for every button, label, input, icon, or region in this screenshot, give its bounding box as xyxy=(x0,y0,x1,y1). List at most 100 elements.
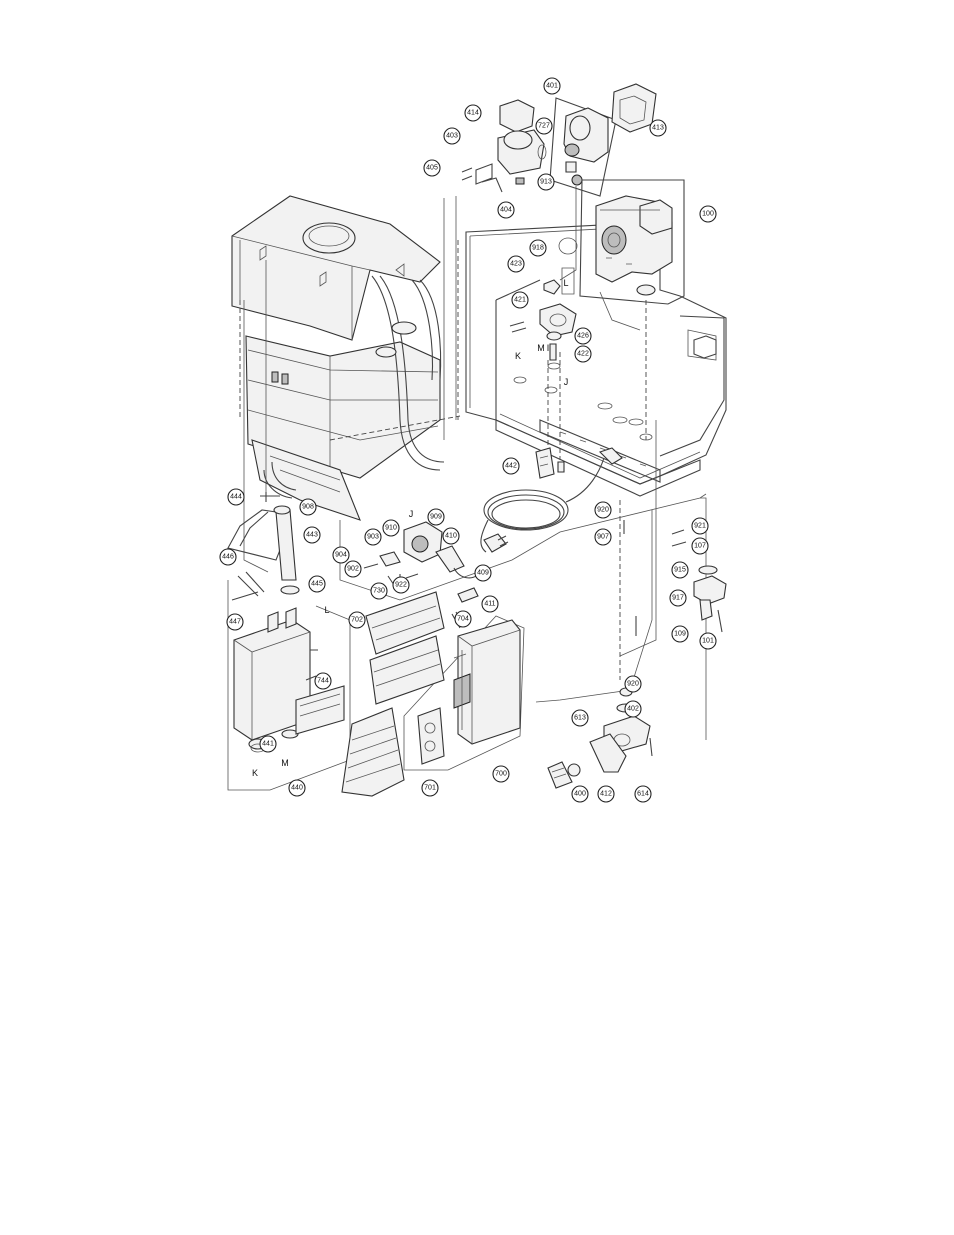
callout-number: 920 xyxy=(597,507,609,514)
callout-circle xyxy=(535,117,553,135)
callout-number: 414 xyxy=(467,110,479,117)
callout-404: 404 xyxy=(497,201,515,219)
callout-101: 101 xyxy=(699,632,717,650)
callout-circle xyxy=(370,582,388,600)
blower-housing xyxy=(558,179,685,305)
callout-circle xyxy=(332,546,350,564)
callout-circle xyxy=(227,488,245,506)
callout-412: 412 xyxy=(597,785,615,803)
callout-circle xyxy=(691,537,709,555)
callout-circle xyxy=(537,173,555,191)
callout-number: 109 xyxy=(674,631,686,638)
callout-number: 918 xyxy=(532,245,544,252)
callout-402: 402 xyxy=(624,700,642,718)
callout-circle xyxy=(502,457,520,475)
callout-614: 614 xyxy=(634,785,652,803)
letter-label: J xyxy=(409,509,414,519)
water-valve-parts xyxy=(547,520,727,789)
callout-circle xyxy=(699,205,717,223)
callout-401: 401 xyxy=(543,77,561,95)
callout-920: 920 xyxy=(624,675,642,693)
callout-number: 445 xyxy=(311,581,323,588)
chassis-back-panel xyxy=(465,221,727,497)
callout-number: 730 xyxy=(373,588,385,595)
callout-902: 902 xyxy=(344,560,362,578)
callout-915: 915 xyxy=(671,561,689,579)
callout-circle xyxy=(226,613,244,631)
callout-704: 704 xyxy=(454,610,472,628)
letter-label: K xyxy=(515,351,521,361)
callout-447: 447 xyxy=(226,613,244,631)
power-cord xyxy=(480,447,623,553)
callout-613: 613 xyxy=(571,709,589,727)
callout-circle xyxy=(314,672,332,690)
callout-727: 727 xyxy=(535,117,553,135)
callout-number: 443 xyxy=(306,532,318,539)
ignition-parts xyxy=(363,521,479,603)
callout-circle xyxy=(481,595,499,613)
callout-circle xyxy=(299,498,317,516)
callout-number: 442 xyxy=(505,463,517,470)
callout-circle xyxy=(219,548,237,566)
callout-number: 411 xyxy=(484,601,495,608)
callout-421: 421 xyxy=(511,291,529,309)
callout-918: 918 xyxy=(529,239,547,257)
callout-400: 400 xyxy=(571,785,589,803)
callout-number: 702 xyxy=(351,617,363,624)
drain-hose xyxy=(227,492,300,595)
callout-circle xyxy=(699,632,717,650)
callout-circle xyxy=(492,765,510,783)
callout-426: 426 xyxy=(574,327,592,345)
callout-circle xyxy=(624,700,642,718)
callout-circle xyxy=(442,527,460,545)
manifold-fittings xyxy=(509,279,577,370)
callout-number: 909 xyxy=(430,514,442,521)
air-filter-panels xyxy=(341,591,445,797)
callout-circle xyxy=(691,517,709,535)
callout-411: 411 xyxy=(481,595,499,613)
fan-motor-assembly xyxy=(549,97,617,197)
callout-922: 922 xyxy=(392,576,410,594)
callout-701: 701 xyxy=(421,779,439,797)
callout-circle xyxy=(423,159,441,177)
callout-circle xyxy=(543,77,561,95)
callout-number: 100 xyxy=(702,211,714,218)
callout-circle xyxy=(454,610,472,628)
callout-number: 903 xyxy=(367,534,379,541)
callout-100: 100 xyxy=(699,205,717,223)
callout-413: 413 xyxy=(649,119,667,137)
callout-layer: 4014144134037279134054041009184234214264… xyxy=(219,77,717,803)
callout-702: 702 xyxy=(348,611,366,629)
callout-circle xyxy=(594,501,612,519)
callout-913: 913 xyxy=(537,173,555,191)
callout-903: 903 xyxy=(364,528,382,546)
callout-number: 447 xyxy=(229,619,241,626)
callout-number: 904 xyxy=(335,552,347,559)
callout-number: 920 xyxy=(627,681,639,688)
letter-label: M xyxy=(281,758,289,768)
combustion-chamber xyxy=(231,195,461,521)
pcb-board xyxy=(417,611,521,765)
callout-circle xyxy=(669,589,687,607)
callout-445: 445 xyxy=(308,575,326,593)
callout-744: 744 xyxy=(314,672,332,690)
callout-circle xyxy=(427,508,445,526)
callout-441: 441 xyxy=(259,735,277,753)
callout-circle xyxy=(671,625,689,643)
callout-423: 423 xyxy=(507,255,525,273)
callout-917: 917 xyxy=(669,589,687,607)
callout-number: 727 xyxy=(538,123,550,130)
callout-circle xyxy=(303,526,321,544)
callout-circle xyxy=(649,119,667,137)
callout-circle xyxy=(624,675,642,693)
callout-number: 614 xyxy=(637,791,649,798)
callout-904: 904 xyxy=(332,546,350,564)
callout-907: 907 xyxy=(594,528,612,546)
callout-number: 422 xyxy=(577,351,589,358)
callout-number: 409 xyxy=(477,570,489,577)
callout-number: 403 xyxy=(446,133,458,140)
letter-label: I xyxy=(547,343,550,353)
callout-number: 921 xyxy=(694,523,706,530)
callout-number: 922 xyxy=(395,582,407,589)
